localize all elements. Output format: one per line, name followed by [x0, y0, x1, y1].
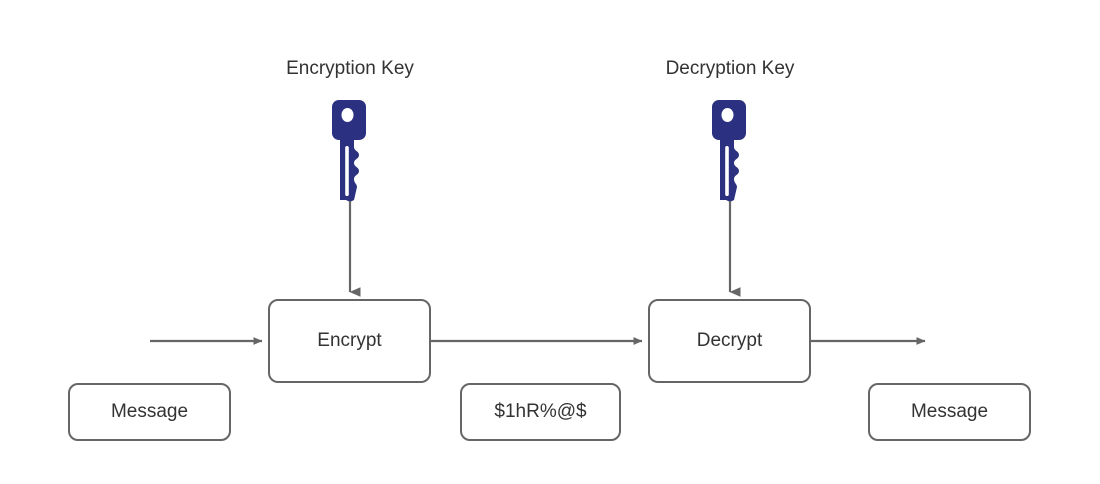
key-icon [712, 100, 746, 202]
plaintext-output-node[interactable]: Message [868, 383, 1031, 441]
ciphertext-label: $1hR%@$ [494, 401, 587, 422]
plaintext-input-label: Message [110, 401, 189, 422]
ciphertext-node[interactable]: $1hR%@$ [460, 383, 621, 441]
encryption-key-label: Encryption Key [286, 58, 414, 79]
plaintext-output-label: Message [910, 401, 989, 422]
decrypt-node[interactable]: Decrypt [648, 299, 811, 383]
plaintext-input-node[interactable]: Message [68, 383, 231, 441]
encrypt-node-label: Encrypt [317, 330, 382, 351]
encrypt-node[interactable]: Encrypt [268, 299, 431, 383]
key-icon [332, 100, 366, 202]
decryption-key-label: Decryption Key [665, 58, 795, 79]
decrypt-node-label: Decrypt [696, 330, 763, 351]
